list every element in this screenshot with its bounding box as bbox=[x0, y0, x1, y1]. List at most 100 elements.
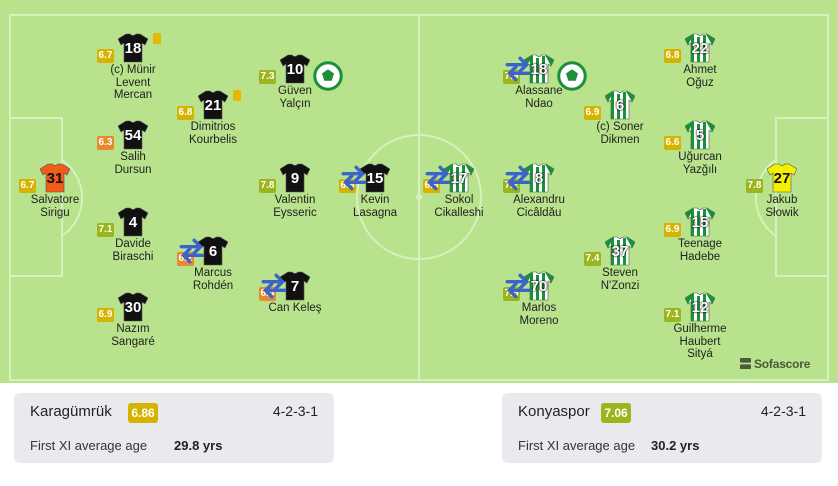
substitution-icon bbox=[503, 271, 531, 299]
jersey-number: 21 bbox=[204, 97, 222, 114]
player-name-line: (c) Münir bbox=[110, 64, 156, 76]
player-name-line: Marlos bbox=[521, 302, 557, 314]
jersey-number: 5 bbox=[695, 127, 705, 144]
jersey-number: 7 bbox=[290, 278, 300, 295]
player-name-line: Levent bbox=[115, 76, 151, 89]
player-name-line: Kourbelis bbox=[189, 133, 237, 146]
player-name-line: Kevin bbox=[360, 194, 390, 206]
jersey-number: 4 bbox=[128, 214, 138, 231]
substitution-icon bbox=[339, 163, 367, 191]
substitution-icon bbox=[423, 163, 451, 191]
player-name-line: Salvatore bbox=[30, 194, 80, 206]
player-name-line: Marcus bbox=[194, 267, 232, 279]
player-name-line: Moreno bbox=[519, 314, 559, 327]
player-name-line: Ahmet bbox=[683, 64, 717, 76]
player-name-line: Nazım bbox=[116, 323, 150, 335]
player-rating: 7.1 bbox=[97, 223, 114, 237]
yellow-card-icon bbox=[233, 90, 241, 101]
home-team-name: Karagümrük bbox=[30, 403, 112, 420]
jersey-number: 18 bbox=[530, 61, 548, 78]
goal-ball-icon bbox=[557, 61, 587, 91]
player-name: Can Keleş bbox=[250, 302, 340, 315]
player-name-line: Cicâldău bbox=[516, 206, 562, 219]
player-name-line: Sirigu bbox=[40, 206, 70, 219]
player-name-line: Cikalleshi bbox=[434, 206, 484, 219]
player-name-line: Teenage bbox=[677, 238, 723, 250]
player-rating: 6.7 bbox=[97, 49, 114, 63]
player-name-line: Steven bbox=[602, 267, 638, 279]
jersey-number: 6 bbox=[615, 97, 625, 114]
substitution-icon bbox=[503, 54, 531, 82]
player-name-line: Ndao bbox=[525, 97, 553, 110]
player-name-line: Dimitrios bbox=[190, 121, 236, 133]
jersey-number: 31 bbox=[46, 170, 64, 187]
player-name-line: Guilherme bbox=[673, 323, 727, 335]
away-team-rating: 7.06 bbox=[601, 403, 631, 423]
jersey-number: 15 bbox=[691, 214, 709, 231]
player-name-line: Mercan bbox=[113, 89, 153, 101]
jersey-number: 8 bbox=[534, 170, 544, 187]
player-rating: 6.7 bbox=[19, 179, 36, 193]
jersey-number: 17 bbox=[450, 170, 468, 187]
home-team-card[interactable]: Karagümrük 6.86 4-2-3-1 First XI average… bbox=[14, 393, 334, 463]
sofascore-watermark: Sofascore bbox=[740, 357, 810, 371]
player-rating: 6.9 bbox=[97, 308, 114, 322]
jersey-number: 9 bbox=[290, 170, 300, 187]
player-rating: 7.3 bbox=[259, 70, 276, 84]
player-name-line: Oğuz bbox=[686, 76, 714, 89]
player-rating: 6.6 bbox=[664, 136, 681, 150]
player-name-line: Słowik bbox=[765, 206, 799, 219]
player-name-line: Salih bbox=[120, 151, 146, 163]
substitution-icon bbox=[503, 163, 531, 191]
player-name-line: Alexandru bbox=[513, 194, 565, 206]
away-team-card[interactable]: Konyaspor 7.06 4-2-3-1 First XI average … bbox=[502, 393, 822, 463]
player-name-line: Haubert bbox=[679, 335, 721, 348]
